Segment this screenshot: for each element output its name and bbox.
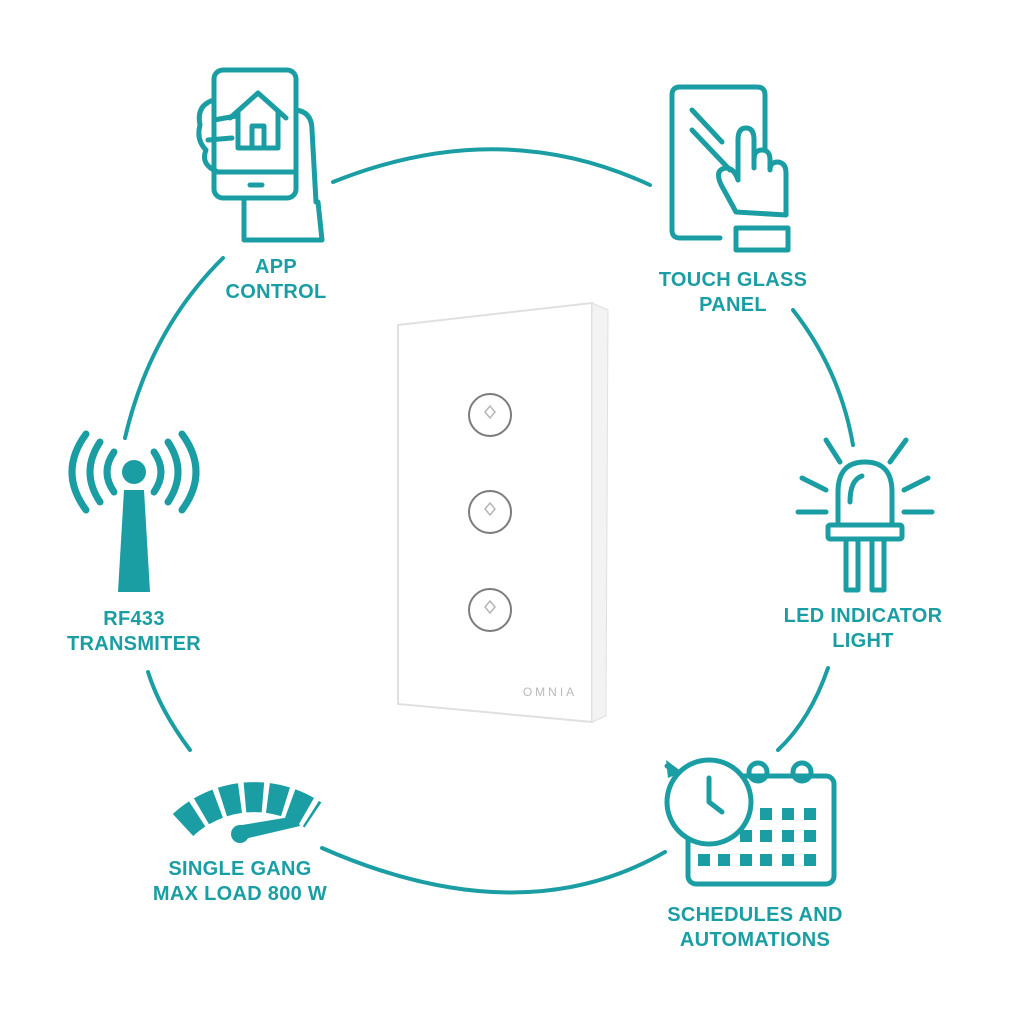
arc-gang-rf: [146, 670, 192, 752]
label-line: RF433: [103, 608, 165, 630]
label-line: LED INDICATOR: [783, 605, 943, 627]
antenna-signal-icon: [68, 430, 200, 592]
label-touch-glass: TOUCH GLASS PANEL: [638, 268, 828, 318]
label-app-control: APP CONTROL: [206, 255, 346, 305]
label-schedules: SCHEDULES AND AUTOMATIONS: [640, 903, 870, 953]
label-rf433: RF433 TRANSMITER: [44, 607, 224, 657]
arc-led-sched: [776, 666, 830, 752]
label-line: AUTOMATIONS: [679, 929, 831, 951]
arc-rf-app: [123, 256, 225, 440]
label-line: MAX LOAD 800 W: [152, 883, 328, 905]
touch-button-1: [468, 393, 512, 437]
connector-ring: [123, 147, 855, 895]
label-line: TOUCH GLASS: [658, 269, 808, 291]
label-line: APP: [254, 256, 298, 278]
touch-glass-icon: [669, 84, 791, 253]
label-line: PANEL: [699, 294, 767, 316]
label-led-indicator: LED INDICATOR LIGHT: [768, 604, 958, 654]
touch-button-2: [468, 490, 512, 534]
label-line: LIGHT: [832, 630, 894, 652]
label-line: CONTROL: [225, 281, 327, 303]
touch-switch-panel: [397, 301, 609, 724]
touch-button-3: [468, 588, 512, 632]
brand-logo-text: OMNIA: [522, 685, 578, 699]
arc-sched-gang: [320, 846, 667, 895]
label-line: SCHEDULES AND: [667, 904, 843, 926]
label-line: TRANSMITER: [66, 633, 202, 655]
arc-touch-led: [791, 308, 855, 447]
led-bulb-icon: [795, 437, 935, 593]
smartphone-home-icon: [196, 67, 325, 243]
clock-calendar-icon: [664, 757, 837, 887]
speedometer-icon: [172, 782, 322, 843]
label-single-gang: SINGLE GANG MAX LOAD 800 W: [130, 857, 350, 907]
label-line: SINGLE GANG: [168, 858, 312, 880]
arc-app-touch: [331, 147, 652, 187]
